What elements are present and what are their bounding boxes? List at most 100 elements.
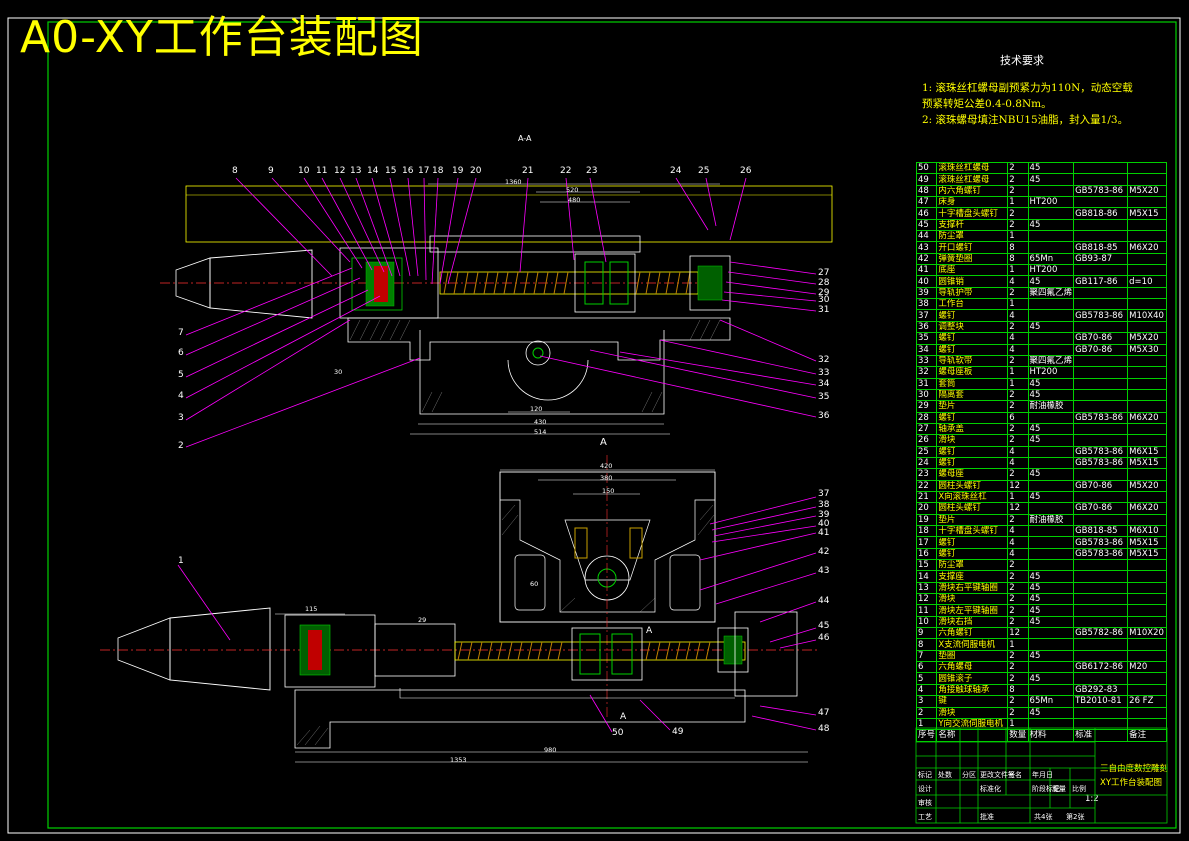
bom-cell: 4 [1007, 309, 1029, 322]
bom-cell: 2 [1007, 661, 1029, 674]
bom-cell [1027, 332, 1075, 345]
bom-cell [1027, 638, 1075, 651]
bom-cell: 34 [915, 343, 938, 356]
bom-cell: 六角螺母 [936, 661, 1009, 674]
dimension-text: 1353 [450, 756, 467, 764]
bom-cell: 2 [1007, 184, 1029, 198]
bom-cell: 套筒 [936, 377, 1009, 390]
bom-cell [1127, 672, 1167, 685]
bom-cell [1027, 456, 1075, 470]
bom-cell [1073, 298, 1129, 311]
bom-cell [1127, 434, 1167, 447]
bom-cell [1027, 661, 1075, 674]
bom-cell: 滚珠丝杠螺母 [936, 161, 1009, 175]
bom-cell [1073, 604, 1129, 617]
bom-cell: 圆柱头螺钉 [936, 502, 1009, 515]
title-block-label: 签名 [1008, 771, 1022, 779]
bom-cell: 45 [1027, 377, 1075, 390]
bom-cell [1027, 411, 1075, 424]
dimension-text: 120 [530, 405, 543, 413]
bom-cell [1073, 717, 1129, 731]
callout-number: 24 [670, 166, 682, 176]
bom-cell [1127, 649, 1167, 663]
bom-cell: GB818-85 [1073, 524, 1129, 538]
bom-cell [1073, 638, 1129, 651]
bom-cell: 圆柱头螺钉 [936, 479, 1009, 492]
bom-cell: M10X40 [1127, 309, 1167, 322]
title-block-label: 比例 [1072, 785, 1086, 793]
bom-cell: 45 [1027, 218, 1075, 232]
section-label: A-A [518, 134, 532, 143]
dimension-text: 480 [568, 196, 581, 204]
bom-cell: 49 [915, 173, 938, 186]
bom-cell [1027, 536, 1075, 549]
dimension-text: 115 [305, 605, 318, 613]
bom-cell: 4 [1007, 547, 1029, 561]
callout-number: 1 [178, 556, 184, 566]
bom-cell: 耐油橡胶 [1027, 513, 1075, 527]
bom-cell: 角接触球轴承 [936, 683, 1009, 697]
bom-cell: 14 [915, 570, 938, 583]
drawing-name: XY工作台装配图 [1100, 778, 1163, 788]
bom-cell [1127, 366, 1167, 379]
bom-cell: 45 [1027, 615, 1075, 629]
bom-cell: 4 [1007, 445, 1029, 458]
callout-number: 50 [612, 728, 624, 738]
callout-number: 3 [178, 413, 184, 423]
callout-number: 29 [818, 288, 830, 298]
bom-cell [1073, 196, 1129, 209]
bom-cell: 床身 [936, 196, 1009, 209]
bom-cell: 圆锥销 [936, 275, 1009, 288]
bom-cell [1073, 434, 1129, 447]
drawing-title: A0-XY工作台装配图 [20, 12, 424, 63]
bom-cell: 13 [915, 581, 938, 595]
bom-cell: 支撑杆 [936, 218, 1009, 232]
callout-number: 27 [818, 268, 830, 278]
callout-number: 38 [818, 500, 830, 510]
bom-cell: 20 [915, 502, 938, 515]
bom-cell: 开口螺钉 [936, 241, 1009, 254]
callout-number: 9 [268, 166, 274, 176]
bom-cell [1127, 377, 1167, 390]
bom-cell: 2 [1007, 286, 1029, 300]
title-block-label: 标记 [918, 771, 932, 779]
school-name: 三自由度数控雕刻 [1100, 764, 1169, 774]
bom-cell [1073, 706, 1129, 719]
callout-number: 15 [385, 166, 397, 176]
title-block-label: 更改文件号 [980, 771, 1015, 779]
bom-cell: 备注 [1127, 729, 1167, 742]
dimension-text: 420 [600, 462, 613, 470]
bom-cell: GB818-85 [1073, 241, 1129, 254]
bom-cell [1127, 264, 1167, 277]
bom-cell [1027, 559, 1075, 572]
callout-number: 7 [178, 328, 184, 338]
bom-cell [1127, 400, 1167, 413]
dimension-text: 30 [334, 368, 343, 376]
bom-cell: 41 [915, 264, 938, 277]
bom-cell: M5X15 [1127, 547, 1167, 561]
bom-cell: 2 [1007, 320, 1029, 334]
bom-cell [1073, 218, 1129, 232]
bom-cell: 45 [1027, 161, 1075, 175]
bom-cell: 螺钉 [936, 536, 1009, 549]
bom-cell: 1 [1007, 638, 1029, 651]
bom-cell [1027, 502, 1075, 515]
callout-number: 20 [470, 166, 482, 176]
bom-cell: 螺钉 [936, 309, 1009, 322]
title-block-label: 审核 [918, 799, 932, 807]
bom-cell: 六角螺钉 [936, 627, 1009, 640]
bom-cell: GB5783-86 [1073, 309, 1129, 322]
scale-value: 1:2 [1085, 794, 1099, 804]
bom-cell [1027, 547, 1075, 561]
bom-cell: 5 [915, 672, 938, 685]
